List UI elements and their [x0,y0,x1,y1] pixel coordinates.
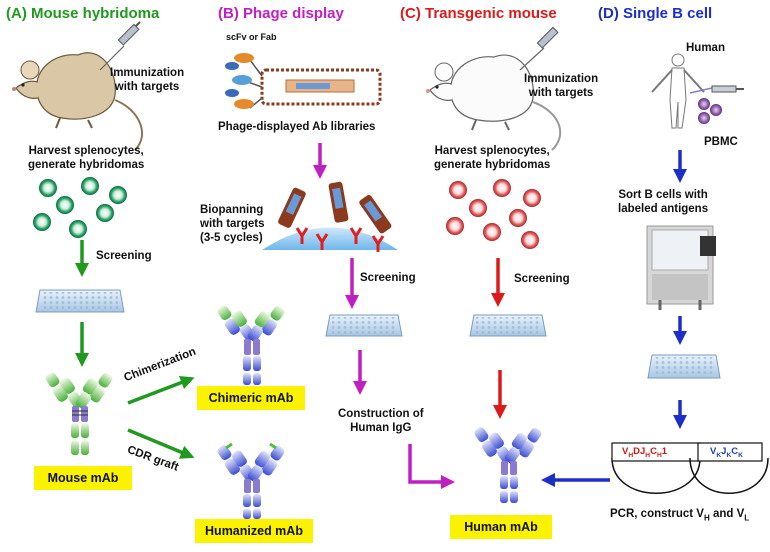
construction-label: Construction of Human IgG [338,408,424,434]
pcr-text-and: and V [709,508,745,520]
well-plate-a [35,289,125,313]
gene-subscript: H [628,451,634,459]
pcr-text: PCR, construct V [610,508,704,520]
well-plate-c [469,314,547,337]
human-antibody-icon [474,427,542,503]
human-label: Human [686,42,725,54]
result-mouse-mab: Mouse mAb [34,466,132,490]
well-plate-b [325,314,403,337]
chimeric-antibody-icon [217,305,285,385]
plasmid-heavy [611,442,701,494]
mouse-antibody-icon [45,372,113,455]
panel-title-phage-display: (B) Phage display [218,5,344,22]
pcr-subscript-h: H [703,513,710,523]
harvest-label-c: Harvest splenocytes, generate hybridomas [434,145,551,171]
pcr-subscript-l: L [744,513,750,523]
hybridoma-cells-c [446,179,541,249]
hybridoma-cells-a [33,177,127,238]
gene-segment: C [650,446,657,457]
pbmc-label: PBMC [704,136,738,148]
gene-subscript: K [726,451,732,459]
gene-subscript: K [738,451,743,459]
heavy-chain-genes: VHDJHCH1 [622,446,667,459]
result-humanized-mab: Humanized mAb [195,519,313,543]
harvest-label-a: Harvest splenocytes, generate hybridomas [28,145,145,171]
biopanning-label: Biopanning with targets (3-5 cycles) [200,204,265,244]
gene-segment: DJ [633,446,646,457]
mouse-c-illustration [426,54,562,151]
gene-subscript: H [656,451,662,459]
sort-b-cells-label: Sort B cells with labeled antigens [618,189,709,215]
human-figure-icon [651,53,713,129]
gene-segment: 1 [661,446,668,457]
light-chain-genes: VKJKCK [710,446,743,459]
result-chimeric-mab: Chimeric mAb [197,386,305,410]
pcr-construct-label: PCR, construct VH and VL [610,507,749,525]
pbmc-cells [698,98,722,124]
gene-segment: V [622,446,629,457]
screening-label-b: Screening [360,272,416,284]
gene-segment: V [710,446,717,457]
screening-label-a: Screening [96,250,152,262]
gene-segment: C [731,446,739,457]
result-human-mab: Human mAb [450,515,552,539]
panel-title-mouse-hybridoma: (A) Mouse hybridoma [6,5,160,22]
panel-title-transgenic-mouse: (C) Transgenic mouse [400,5,557,22]
panel-title-single-b-cell: (D) Single B cell [598,5,713,22]
cell-sorter-machine [646,225,716,310]
biopanning-illustration [262,181,398,252]
mouse-a-illustration [12,52,144,151]
immunization-label-c: Immunization with targets [524,73,599,99]
syringe-icon [519,26,559,71]
gene-segment: J [721,446,727,457]
immunization-label-a: Immunization with targets [110,67,185,93]
gene-subscript: K [716,451,722,459]
humanized-antibody-icon [217,442,285,519]
phage-particle [225,53,382,109]
syringe-icon [99,21,141,71]
scfv-label: scFv or Fab [226,32,277,42]
well-plate-d [647,354,721,379]
syringe-icon [711,85,744,93]
phage-libraries-label: Phage-displayed Ab libraries [218,121,376,133]
plasmid-light [689,442,769,494]
screening-label-c: Screening [514,273,570,285]
gene-subscript: H [645,451,651,459]
